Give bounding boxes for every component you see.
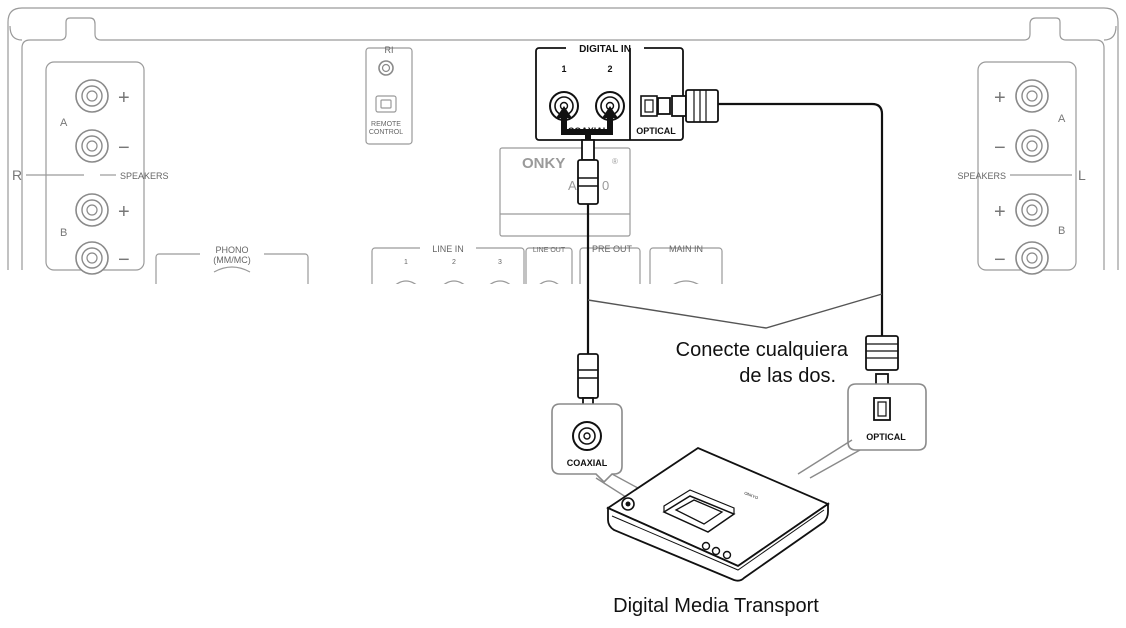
line-in-2: 2: [452, 259, 456, 266]
coax-port-1-label: 1: [561, 64, 566, 74]
minus-right-a: −: [994, 137, 1006, 159]
group-label-left-a: A: [60, 117, 68, 129]
group-label-left-b: B: [60, 227, 67, 239]
coaxial-cable: [556, 106, 618, 415]
optical-port-panel: [640, 95, 658, 117]
remote-control-label-1: REMOTE: [371, 121, 401, 128]
chassis-inner-outline: [21, 17, 1105, 270]
ri-box: [365, 47, 413, 145]
line-in-3: 3: [498, 259, 502, 266]
channel-r-label: R: [12, 167, 22, 183]
rca-plug-top: [581, 139, 595, 161]
pre-out-label: PRE OUT: [592, 244, 633, 254]
model-plate: [499, 147, 631, 237]
minus-right-b: −: [994, 249, 1006, 271]
minus-left-a: −: [118, 137, 130, 159]
device-front: [607, 502, 829, 582]
registered-mark: ®: [612, 157, 618, 166]
speakers-left-label: SPEAKERS: [120, 171, 169, 181]
note-line-2: de las dos.: [739, 365, 836, 387]
speakers-right-label: SPEAKERS: [957, 171, 1006, 181]
ri-label: RI: [385, 45, 394, 55]
front-button-3: [722, 550, 732, 560]
optical-plug-bottom: [865, 335, 899, 371]
optical-plug-top: [685, 89, 719, 123]
group-label-right-b: B: [1058, 225, 1065, 237]
device-caption: Digital Media Transport: [613, 595, 819, 617]
media-transport-device: COAXIAL OPTICAL ONKYO: [551, 383, 927, 582]
chassis-corner-right: [1103, 25, 1117, 41]
choice-bracket: [587, 293, 883, 329]
front-button-2: [711, 546, 721, 556]
line-in-1: 1: [404, 259, 408, 266]
remote-control-port: [375, 95, 397, 113]
brand-partial: ONKY: [522, 155, 565, 172]
optical-label-device: OPTICAL: [866, 432, 906, 442]
rear-panel: + − + − A B R SPEAKERS + − + − A B SPEAK…: [7, 7, 1119, 275]
main-in-label: MAIN IN: [669, 244, 703, 254]
plus-left-a: +: [118, 87, 130, 109]
plus-right-a: +: [994, 87, 1006, 109]
device-brand: ONKYO: [744, 490, 759, 500]
note-line-1: Conecte cualquiera: [676, 339, 849, 361]
model-partial-left: A: [568, 178, 577, 193]
optical-label-panel: OPTICAL: [636, 126, 676, 136]
line-in-label: LINE IN: [432, 244, 464, 254]
phono-label-2: (MM/MC): [213, 255, 251, 265]
chassis-corner-left: [9, 25, 23, 41]
speaker-terminals-left: [75, 79, 109, 275]
speaker-terminals-right: [1015, 79, 1049, 275]
remote-control-label-2: CONTROL: [369, 129, 403, 136]
line-out-label: LINE OUT: [533, 247, 566, 254]
plus-right-b: +: [994, 201, 1006, 223]
plus-left-b: +: [118, 201, 130, 223]
channel-l-label: L: [1078, 167, 1086, 183]
coax-port-2-label: 2: [607, 64, 612, 74]
coaxial-label-device: COAXIAL: [567, 458, 608, 468]
front-button-1: [701, 541, 711, 551]
model-partial-right: 0: [602, 178, 609, 193]
phono-label-1: PHONO: [215, 245, 248, 255]
chassis-outline: [7, 7, 1119, 270]
minus-left-b: −: [118, 249, 130, 271]
digital-in-label: DIGITAL IN: [579, 44, 631, 55]
rca-plug-bottom: [577, 353, 599, 399]
group-label-right-a: A: [1058, 113, 1066, 125]
